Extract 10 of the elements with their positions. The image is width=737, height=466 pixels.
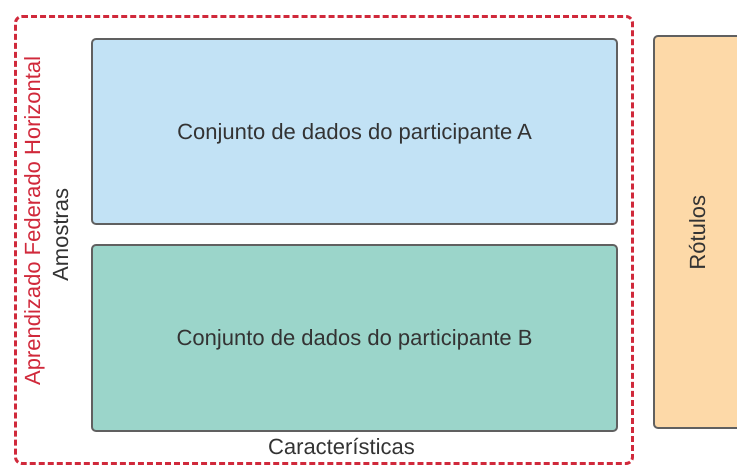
axis-label: Amostras (48, 188, 74, 281)
box-label: Rótulos (685, 194, 711, 270)
box-label: Conjunto de dados do participante A (177, 118, 532, 144)
label-column-box (653, 35, 737, 429)
dashed-group-frame (14, 15, 634, 465)
group-title: Aprendizado Federado Horizontal (20, 56, 46, 385)
axis-label: Características (268, 434, 415, 460)
dataset-box (91, 38, 618, 225)
box-label: Conjunto de dados do participante B (176, 325, 532, 351)
dataset-box (91, 244, 618, 432)
